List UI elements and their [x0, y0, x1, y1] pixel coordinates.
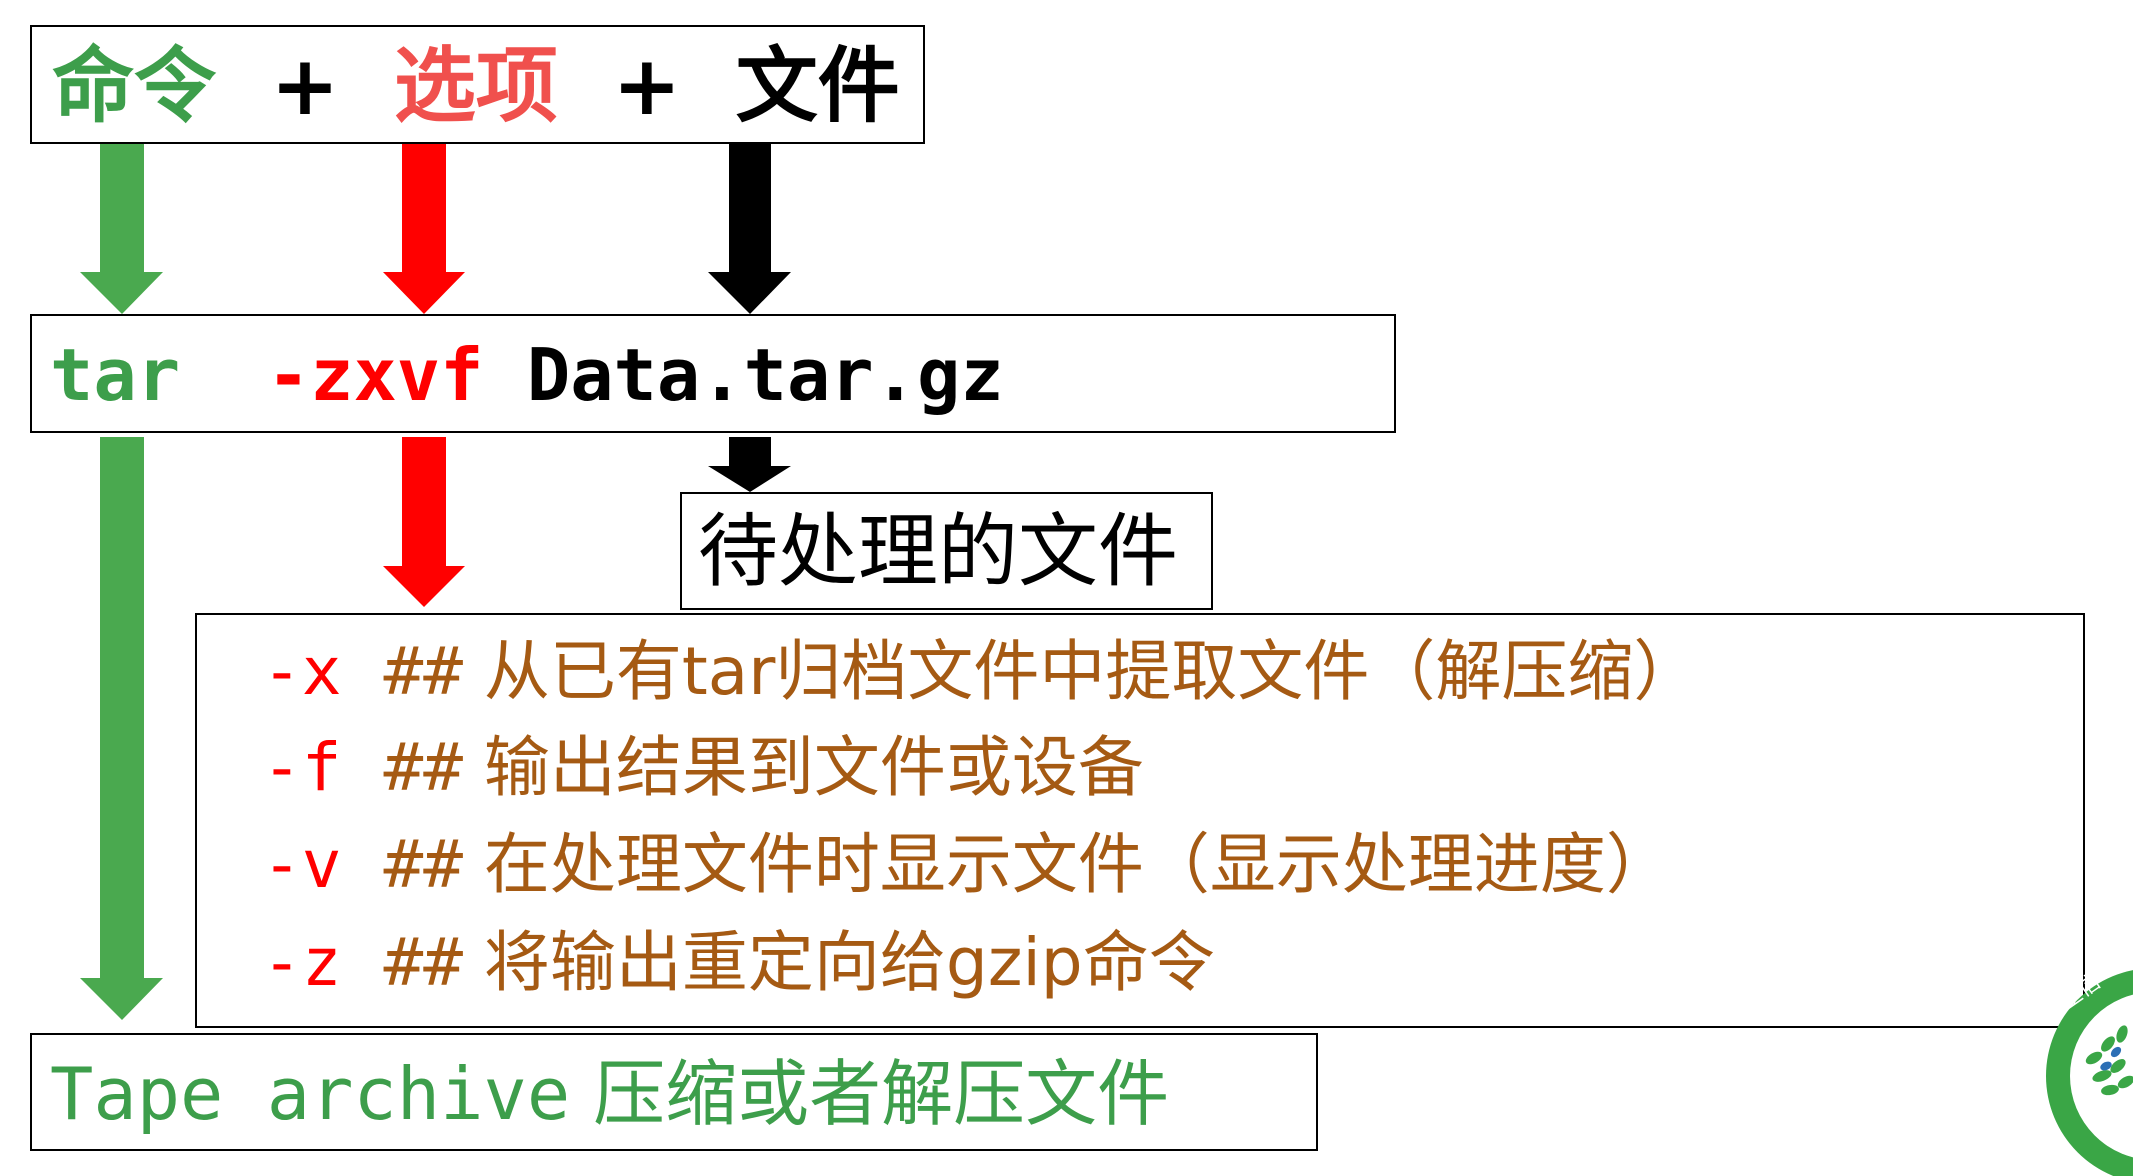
option-flag: -f [262, 729, 342, 806]
arrow-flags-to-options [383, 437, 465, 607]
option-comment-marker: ## [383, 924, 463, 1001]
command-filename: Data.tar.gz [526, 333, 1004, 417]
syntax-formula-box: 命令 + 选项 + 文件 [30, 25, 925, 144]
formula-option: 选项 [393, 39, 558, 134]
command-flags: -zxvf [266, 333, 484, 417]
formula-file: 文件 [735, 39, 900, 134]
option-line: -v ## 在处理文件时显示文件（显示处理进度） [262, 818, 1672, 912]
tape-archive-box: Tape archive 压缩或者解压文件 [30, 1033, 1318, 1151]
option-flag: -x [262, 633, 342, 710]
tape-archive-name: Tape archive [50, 1052, 571, 1136]
formula-plus-1: + [270, 39, 340, 134]
option-line: -f ## 输出结果到文件或设备 [262, 721, 1144, 815]
command-line-box: tar -zxvf Data.tar.gz [30, 314, 1396, 433]
arrow-command-to-tar [80, 144, 163, 314]
arrow-filename-to-label [708, 437, 791, 492]
option-flag: -v [262, 826, 342, 903]
option-comment-marker: ## [383, 633, 463, 710]
arrow-option-to-flags [383, 144, 465, 314]
option-description: 在处理文件时显示文件（显示处理进度） [483, 826, 1672, 903]
option-flag: -z [262, 924, 342, 1001]
command-name: tar [50, 333, 181, 417]
option-description: 输出结果到文件或设备 [483, 729, 1144, 806]
arrow-tar-to-tape-archive [80, 437, 163, 1020]
options-box: -x ## 从已有tar归档文件中提取文件（解压缩） -f ## 输出结果到文件… [195, 613, 2085, 1028]
option-line: -x ## 从已有tar归档文件中提取文件（解压缩） [262, 625, 1699, 719]
option-description: 将输出重定向给gzip命令 [483, 924, 1215, 1001]
option-comment-marker: ## [383, 729, 463, 806]
arrow-file-to-filename [708, 144, 791, 314]
formula-command: 命令 [52, 39, 217, 134]
tree-logo-icon: 生信 [2046, 969, 2133, 1176]
tape-archive-description: 压缩或者解压文件 [593, 1052, 1170, 1136]
option-description: 从已有tar归档文件中提取文件（解压缩） [483, 633, 1700, 710]
option-comment-marker: ## [383, 826, 463, 903]
option-line: -z ## 将输出重定向给gzip命令 [262, 916, 1215, 1010]
file-label: 待处理的文件 [698, 505, 1178, 598]
formula-plus-2: + [612, 39, 682, 134]
file-label-box: 待处理的文件 [680, 492, 1213, 610]
